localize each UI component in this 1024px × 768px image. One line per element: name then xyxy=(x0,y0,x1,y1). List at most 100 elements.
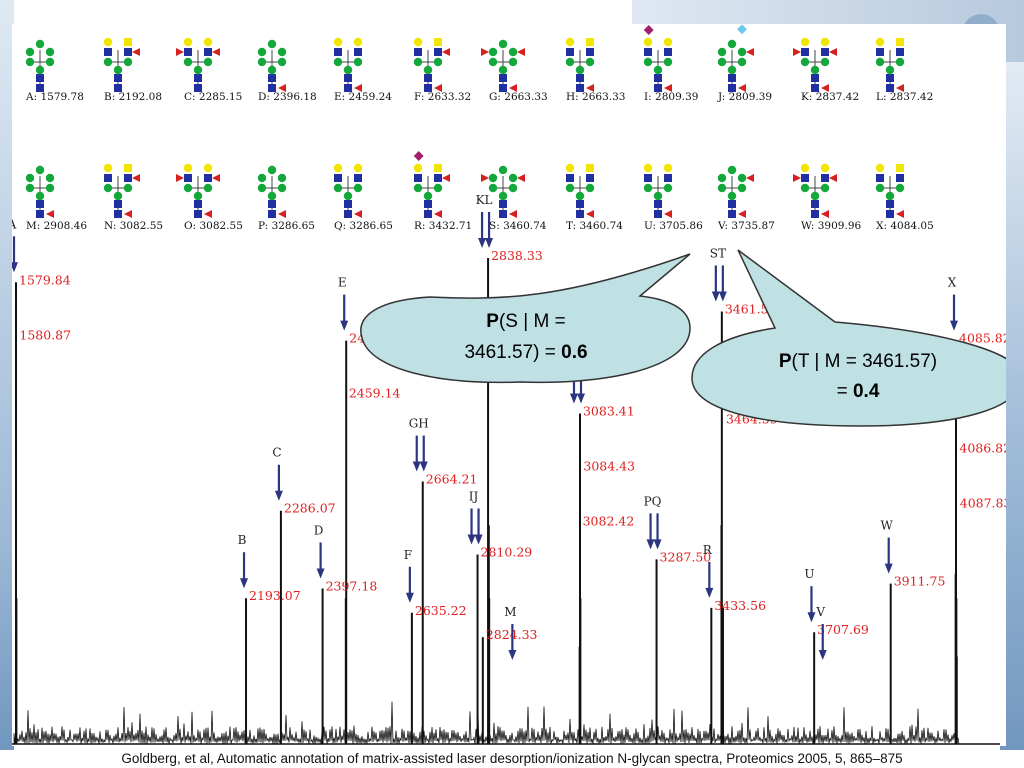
glycan-mass-label: L: 2837.42 xyxy=(876,91,933,103)
peak-mass-label: 2397.18 xyxy=(326,578,378,593)
assignment-letter: GH xyxy=(409,417,429,431)
glycan-mass-label: Q: 3286.65 xyxy=(334,220,393,232)
assignment-arrowhead xyxy=(711,291,720,302)
glycan-structure xyxy=(103,37,140,92)
glycan-structure xyxy=(481,39,525,92)
glycan-structure xyxy=(333,37,363,92)
peak-mass-label: 2664.21 xyxy=(426,472,478,487)
glycan-structure xyxy=(793,37,837,92)
spectrum-assignment-arrows: ABCDEFGHIJMNOPQRSTUVWXKL xyxy=(12,193,958,660)
peak-mass-label: 3433.56 xyxy=(714,598,766,613)
callout-s-line1: P(S | M = xyxy=(486,311,565,332)
assignment-letter: IJ xyxy=(469,489,479,503)
glycan-structure xyxy=(875,163,905,218)
assignment-arrowhead xyxy=(467,534,476,545)
assignment-arrowhead xyxy=(569,393,578,404)
peak-mass-label: 3082.42 xyxy=(583,514,635,529)
callout-s-line2: 3461.57) = 0.6 xyxy=(464,342,587,363)
glycan-structure xyxy=(875,37,905,92)
glycan-structure xyxy=(565,37,595,92)
assignment-letter: A xyxy=(12,217,17,231)
peak-mass-label: 2459.14 xyxy=(349,386,401,401)
glycan-structure xyxy=(481,165,525,218)
slide-left-border xyxy=(0,0,14,768)
glycan-structure xyxy=(25,39,55,92)
peak-mass-label: 2193.07 xyxy=(249,588,301,603)
assignment-letter: PQ xyxy=(644,494,662,508)
callout-bubble-t xyxy=(691,249,1006,427)
assignment-arrowhead xyxy=(405,592,414,603)
assignment-arrowhead xyxy=(508,650,517,660)
peak-mass-label: 4087.83 xyxy=(960,496,1006,511)
assignment-letter: V xyxy=(815,605,825,619)
assignment-arrowhead xyxy=(576,393,585,404)
assignment-letter: F xyxy=(404,548,412,562)
glycan-mass-label: D: 2396.18 xyxy=(258,91,317,103)
glycan-mass-label: K: 2837.42 xyxy=(801,91,859,103)
assignment-arrowhead xyxy=(412,461,421,472)
glycan-structure xyxy=(176,37,220,92)
assignment-arrowhead xyxy=(419,461,428,472)
peak-mass-label: 3911.75 xyxy=(894,574,946,589)
glycan-structure xyxy=(717,165,754,218)
glycan-mass-label: H: 2663.33 xyxy=(566,91,625,103)
assignment-letter: X xyxy=(948,276,957,290)
glycan-mass-label: S: 3460.74 xyxy=(489,220,547,232)
assignment-arrowhead xyxy=(478,238,487,248)
assignment-letter: E xyxy=(338,276,347,290)
assignment-arrowhead xyxy=(316,568,325,579)
glycan-structure xyxy=(565,163,595,218)
spectrum-plot: 1579.841580.872193.072286.072397.182460.… xyxy=(12,193,1006,745)
glycan-mass-label: M: 2908.46 xyxy=(26,220,87,232)
assignment-arrowhead xyxy=(950,320,958,331)
assignment-arrowhead xyxy=(653,539,662,550)
glycan-structure xyxy=(257,39,287,92)
assignment-letter: D xyxy=(314,523,324,537)
assignment-arrowhead xyxy=(818,650,827,660)
assignment-letter: W xyxy=(881,519,894,533)
assignment-letter: M xyxy=(504,605,516,619)
peak-mass-label: 4086.82 xyxy=(959,441,1006,456)
assignment-arrowhead xyxy=(705,587,714,598)
glycan-mass-label: V: 3735.87 xyxy=(717,220,775,232)
noise-trace xyxy=(13,701,960,745)
assignment-arrowhead xyxy=(646,539,655,550)
spectrum-noise xyxy=(13,701,960,745)
glycan-mass-label: C: 2285.15 xyxy=(184,91,242,103)
glycan-mass-label: A: 1579.78 xyxy=(25,91,84,103)
peak-mass-label: 3287.50 xyxy=(660,549,712,564)
peak-mass-label: 3083.41 xyxy=(583,404,635,419)
glycan-structure xyxy=(413,151,450,218)
glycan-mass-label: T: 3460.74 xyxy=(566,220,623,232)
assignment-arrowhead xyxy=(474,534,483,545)
glycan-mass-label: O: 3082.55 xyxy=(184,220,243,232)
probability-callouts: P(S | M = 3461.57) = 0.6 P(T | M = 3461.… xyxy=(360,249,1006,427)
peak-mass-label: 2810.29 xyxy=(481,544,533,559)
glycan-mass-label: U: 3705.86 xyxy=(644,220,703,232)
peak-mass-label: 1580.87 xyxy=(19,327,71,342)
glycan-structure xyxy=(25,165,55,218)
peak-mass-label: 1579.84 xyxy=(19,272,71,287)
callout-t-line1: P(T | M = 3461.57) xyxy=(779,351,937,372)
assignment-arrowhead xyxy=(884,563,893,574)
peak-mass-label: 3084.43 xyxy=(583,459,635,474)
assignment-arrowhead xyxy=(240,578,249,589)
glycan-mass-label: X: 4084.05 xyxy=(876,220,934,232)
glycan-structure xyxy=(643,163,673,218)
assignment-letter: B xyxy=(238,533,247,547)
glycan-structure xyxy=(103,163,140,218)
callout-t-line2: = 0.4 xyxy=(837,381,880,402)
glycan-structure xyxy=(717,24,754,92)
glycan-mass-label: J: 2809.39 xyxy=(717,91,772,103)
assignment-letter: KL xyxy=(476,193,493,207)
glycan-mass-label: N: 3082.55 xyxy=(104,220,163,232)
glycan-mass-label: P: 3286.65 xyxy=(258,220,315,232)
assignment-arrowhead xyxy=(485,238,494,248)
glycan-structure xyxy=(643,25,673,92)
citation-caption: Goldberg, et al, Automatic annotation of… xyxy=(0,750,1024,768)
glycan-structure xyxy=(257,165,287,218)
glycan-structure xyxy=(793,163,837,218)
